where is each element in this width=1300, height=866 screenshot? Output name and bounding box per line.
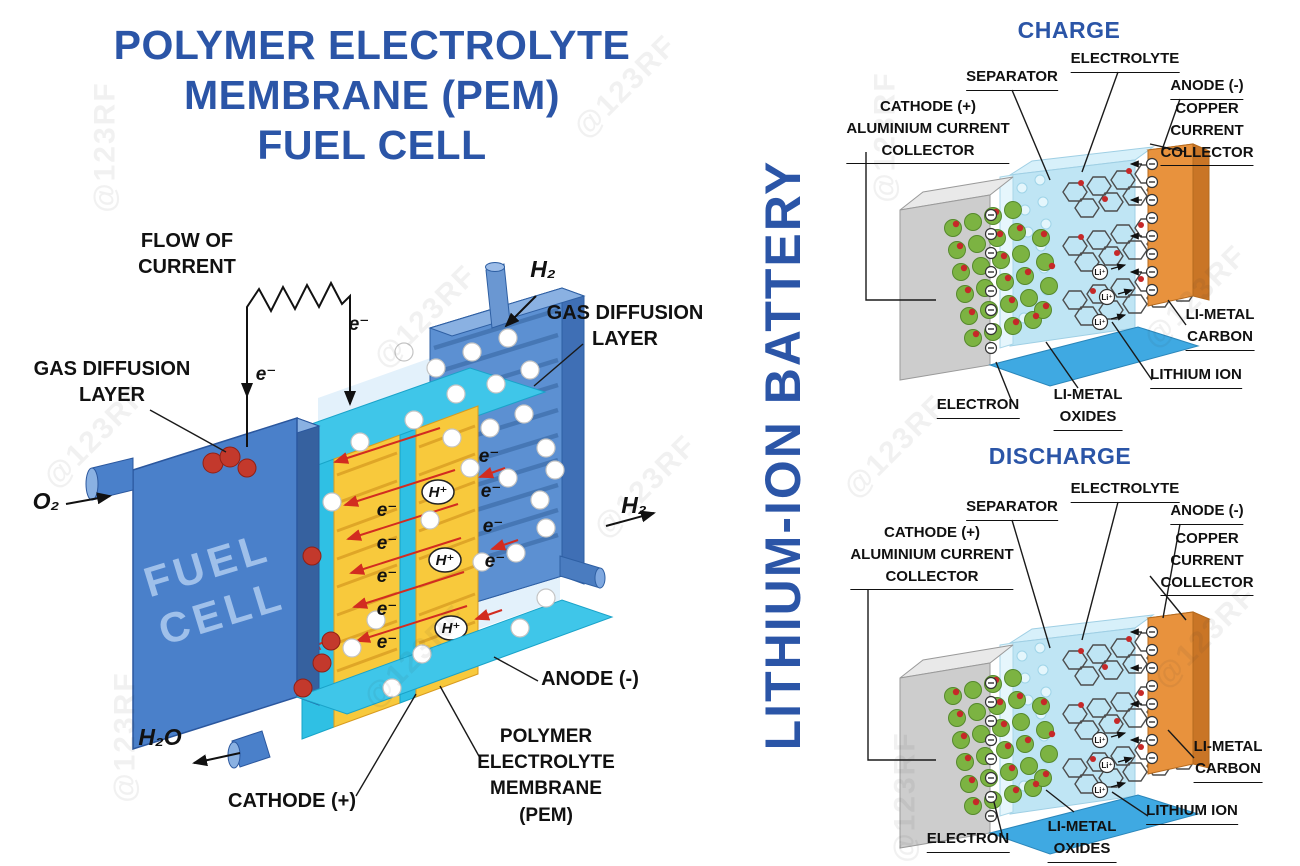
water-label: H₂O xyxy=(138,724,182,750)
anode-label: ANODE (-) xyxy=(541,668,639,690)
electron-label: e⁻ xyxy=(377,599,398,620)
li-ion-label: Li⁺ xyxy=(1094,268,1105,277)
copper-collector-label: COPPER CURRENT COLLECTOR xyxy=(1160,528,1254,597)
electron-label: ELECTRON xyxy=(936,394,1020,419)
li-ion-label: Li⁺ xyxy=(1101,761,1112,770)
electron-label: e⁻ xyxy=(349,314,370,335)
li-ion-label: Li⁺ xyxy=(1094,318,1105,327)
oxygen-label: O₂ xyxy=(32,488,60,514)
cathode-label: CATHODE (+) xyxy=(228,790,356,812)
battery-side-title: LITHIUM-ION BATTERY xyxy=(755,159,811,751)
li-ion-label: Li⁺ xyxy=(1101,293,1112,302)
electron-label: e⁻ xyxy=(483,516,504,537)
hydrogen-top-label: H₂ xyxy=(530,256,556,282)
gas-diffusion-layer-right-label: GAS DIFFUSION LAYER xyxy=(546,302,704,350)
discharge-title: DISCHARGE xyxy=(988,443,1132,469)
lithium-ion-label: LITHIUM ION xyxy=(1150,364,1242,389)
membrane-label: POLYMER ELECTROLYTE MEMBRANE (PEM) xyxy=(477,726,615,826)
electron-label: e⁻ xyxy=(377,533,398,554)
battery-charge-diagram: Li⁺ Li⁺ Li⁺ xyxy=(865,71,1209,403)
electron-label: e⁻ xyxy=(377,566,398,587)
electrolyte-label: ELECTROLYTE xyxy=(1070,478,1180,503)
anode-label: ANODE (-) xyxy=(1170,75,1244,100)
charge-title: CHARGE xyxy=(1017,17,1121,43)
electron-label: e⁻ xyxy=(485,551,506,572)
proton-label: H⁺ xyxy=(429,484,448,501)
cathode-collector-label: CATHODE (+) ALUMINIUM CURRENT COLLECTOR xyxy=(850,522,1014,591)
cathode-collector-label: CATHODE (+) ALUMINIUM CURRENT COLLECTOR xyxy=(846,96,1010,165)
hydrogen-right-label: H₂ xyxy=(621,492,647,518)
electrolyte-label: ELECTROLYTE xyxy=(1070,48,1180,73)
proton-label: H⁺ xyxy=(442,620,461,637)
flow-of-current-label: FLOW OF CURRENT xyxy=(138,230,236,278)
fuel-cell-title: POLYMER ELECTROLYTE MEMBRANE (PEM) FUEL … xyxy=(113,22,631,169)
li-metal-oxides-label: LI-METAL OXIDES xyxy=(1047,816,1117,863)
electron-label: e⁻ xyxy=(377,500,398,521)
li-ion-label: Li⁺ xyxy=(1094,736,1105,745)
anode-label: ANODE (-) xyxy=(1170,500,1244,525)
electron-label: ELECTRON xyxy=(926,828,1010,853)
separator-label: SEPARATOR xyxy=(966,496,1058,521)
li-ion-label: Li⁺ xyxy=(1094,786,1105,795)
lithium-ion-label: LITHIUM ION xyxy=(1146,800,1238,825)
gas-diffusion-layer-left-label: GAS DIFFUSION LAYER xyxy=(33,358,191,406)
li-metal-oxides-label: LI-METAL OXIDES xyxy=(1053,384,1123,431)
battery-discharge-diagram: Li⁺ Li⁺ Li⁺ xyxy=(867,501,1209,854)
proton-label: H⁺ xyxy=(436,552,455,569)
separator-label: SEPARATOR xyxy=(966,66,1058,91)
electron-label: e⁻ xyxy=(479,446,500,467)
fuel-cell-diagram: H⁺ H⁺ H⁺ FUEL CEL xyxy=(65,262,656,797)
electron-label: e⁻ xyxy=(377,632,398,653)
copper-collector-label: COPPER CURRENT COLLECTOR xyxy=(1160,98,1254,167)
li-metal-carbon-label: LI-METAL CARBON xyxy=(1185,304,1255,351)
li-metal-carbon-label: LI-METAL CARBON xyxy=(1193,736,1263,783)
electron-label: e⁻ xyxy=(256,364,277,385)
electron-label: e⁻ xyxy=(481,481,502,502)
